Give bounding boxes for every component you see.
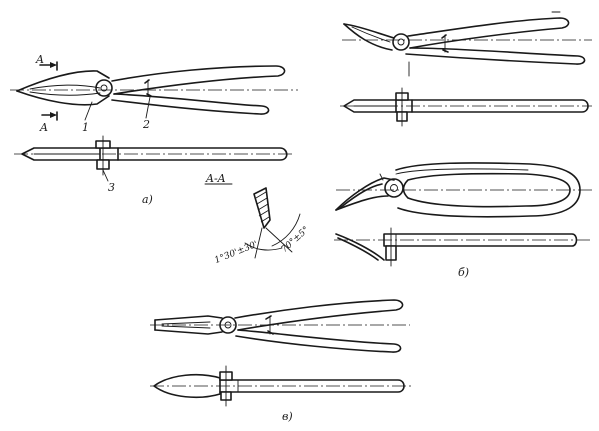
leader-part-1 bbox=[84, 101, 93, 121]
fig-v-snips-side-view: в) bbox=[150, 365, 412, 423]
fig-b-side-jaw-lower bbox=[337, 237, 379, 261]
fig-v-snips-top-view bbox=[150, 299, 410, 353]
fig-b-side-body bbox=[383, 233, 578, 247]
fig-b-hook bbox=[379, 173, 384, 181]
fig-a-lower-blade bbox=[16, 90, 110, 106]
fig-v-pivot-screw bbox=[224, 321, 232, 329]
fig-a-blade-edge-1 bbox=[29, 84, 101, 90]
fig-b-jaw-edge bbox=[339, 183, 383, 209]
fig-b-pivot bbox=[384, 178, 404, 198]
part-label-1: 1 bbox=[82, 121, 89, 134]
fig-b-loop-handle-outer bbox=[395, 162, 581, 218]
fig-v-blade-edges bbox=[161, 321, 211, 329]
fig-v-upper-handle bbox=[234, 299, 404, 331]
curved-blade-edge bbox=[351, 26, 391, 43]
section-label-bottom: A bbox=[39, 121, 48, 134]
fig-a-pivot bbox=[95, 79, 113, 97]
section-a-a: A-A 1°30'±30' 70°±5° bbox=[204, 172, 312, 266]
fig-a-side-joint bbox=[99, 147, 119, 161]
fig-b-snips-top-view bbox=[335, 162, 592, 218]
fig-curved-snips-top-view bbox=[342, 11, 592, 77]
curved-pivot bbox=[392, 33, 410, 51]
angle-label-1: 1°30'±30' bbox=[213, 240, 259, 266]
figure-label-b: б) bbox=[458, 266, 469, 279]
section-arrowhead-top bbox=[50, 62, 57, 68]
curved-upper-handle bbox=[407, 17, 570, 49]
curved-pivot-screw bbox=[397, 38, 405, 46]
fig-a-upper-blade bbox=[16, 70, 110, 92]
fig-curved-snips-side-view bbox=[340, 87, 592, 127]
fig-a-side-body bbox=[21, 147, 288, 161]
section-title: A-A bbox=[205, 172, 226, 185]
curved-side-joint bbox=[395, 99, 413, 113]
curved-side-body bbox=[343, 99, 589, 113]
fig-b-pivot-screw bbox=[390, 184, 398, 192]
angle-arc-1 bbox=[244, 242, 283, 251]
fig-v-lower-handle bbox=[235, 329, 402, 353]
fig-a-lower-handle bbox=[111, 93, 270, 115]
angle-line-left bbox=[254, 227, 263, 259]
fig-b-snips-side-view: б) bbox=[334, 227, 590, 279]
figure-label-a: а) bbox=[142, 193, 153, 206]
curved-upper-blade bbox=[343, 23, 395, 39]
fig-v-upper-blade bbox=[154, 315, 223, 321]
section-label-top: A bbox=[35, 53, 44, 66]
figure-label-v: в) bbox=[282, 410, 293, 423]
fig-a-pivot-screw bbox=[100, 84, 108, 92]
angle-label-2: 70°±5° bbox=[280, 225, 312, 255]
fig-a-blade-edge-2 bbox=[29, 91, 101, 96]
curved-lower-handle bbox=[405, 47, 586, 65]
fig-b-loop-handle-inner bbox=[402, 172, 571, 208]
leader-part-3 bbox=[102, 169, 109, 182]
fig-a-snips-top-view: A A 1 2 bbox=[10, 53, 298, 134]
curved-lower-blade bbox=[343, 23, 393, 51]
fig-v-side-body bbox=[219, 379, 405, 393]
part-label-2: 2 bbox=[142, 118, 150, 131]
angle-arc-2 bbox=[271, 213, 301, 247]
fig-v-lower-blade bbox=[154, 329, 223, 335]
part-label-3: 3 bbox=[108, 181, 115, 194]
fig-b-upper-jaw bbox=[335, 177, 395, 211]
fig-v-side-blade bbox=[153, 373, 221, 399]
fig-a-upper-handle bbox=[111, 65, 286, 95]
leader-part-2 bbox=[145, 96, 151, 119]
section-arrowhead-bottom bbox=[50, 112, 57, 118]
fig-a-snips-side-view: 3 а) bbox=[14, 135, 294, 206]
fig-b-side-jaw-upper bbox=[335, 233, 385, 261]
fig-v-pivot bbox=[219, 316, 237, 334]
angle-line-right bbox=[265, 227, 293, 253]
fig-b-handle-rib bbox=[395, 168, 529, 175]
